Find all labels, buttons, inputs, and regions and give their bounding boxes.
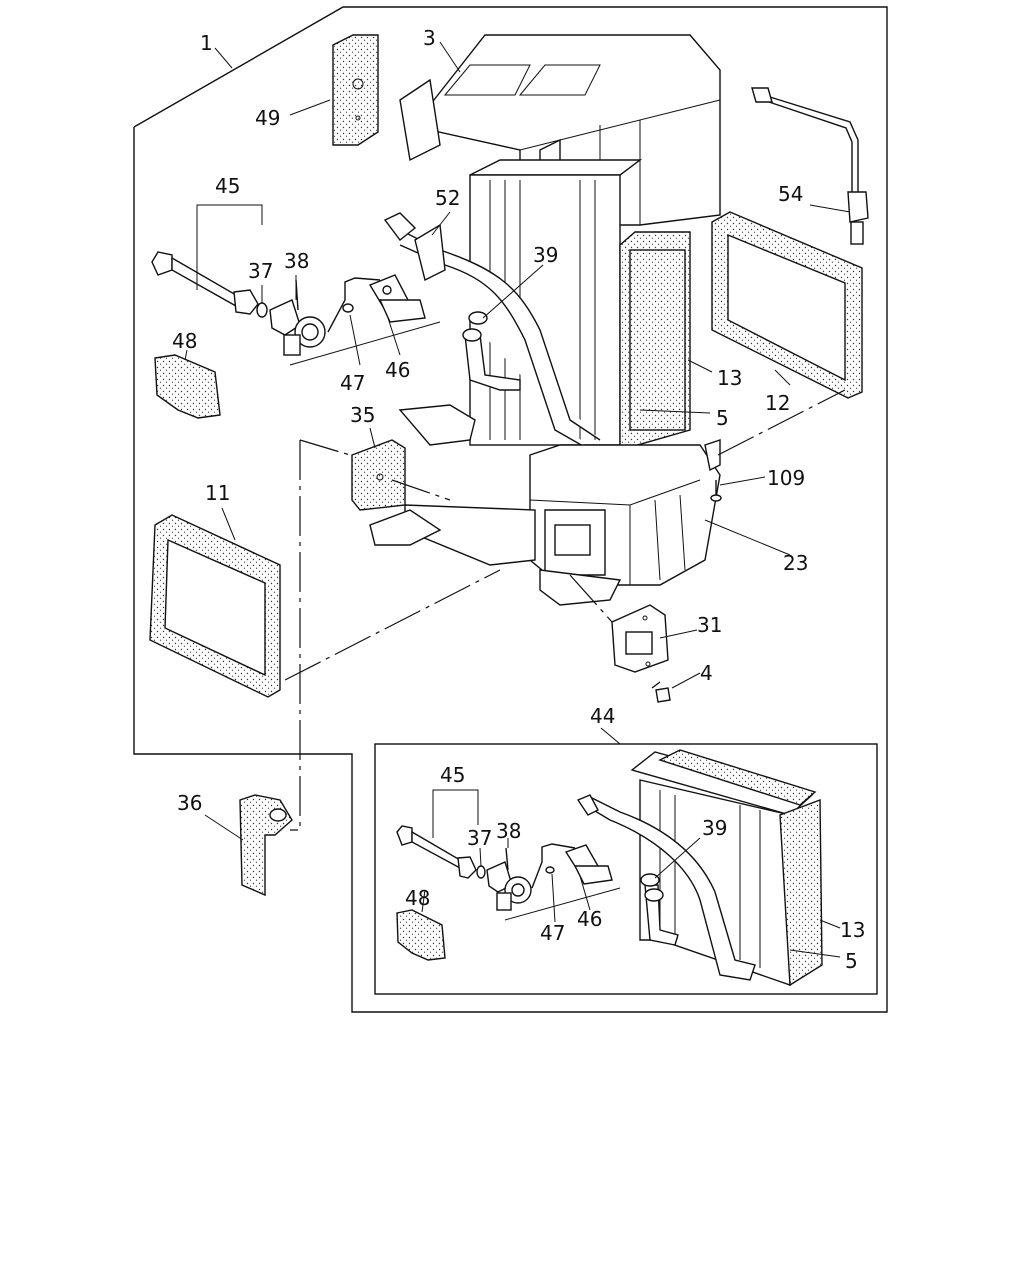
- callout-38: 38: [284, 249, 309, 273]
- callout-52: 52: [435, 186, 460, 210]
- pipe-45-upper: [151, 251, 259, 315]
- valve-bracket-46-upper: [327, 274, 426, 333]
- frame-seal-12: [711, 211, 863, 399]
- callout-45: 45: [215, 174, 240, 198]
- callout-12: 12: [765, 391, 790, 415]
- callout-37-sub: 37: [467, 826, 492, 850]
- callout-44: 44: [590, 704, 615, 728]
- callout-36: 36: [177, 791, 202, 815]
- subassembly-box: [374, 743, 878, 995]
- callout-109: 109: [767, 466, 805, 490]
- o-ring-37-sub: [476, 865, 486, 879]
- callout-1: 1: [200, 31, 213, 55]
- frame-seal-11: [149, 514, 281, 698]
- refrigerant-pipes: [383, 212, 601, 451]
- pipe-45-sub: [396, 825, 477, 879]
- expansion-valve-38-sub: [486, 847, 532, 911]
- screw-47-sub: [545, 866, 555, 874]
- evaporator-core-sub: [630, 749, 823, 987]
- screw-4: [651, 681, 671, 703]
- callout-46-sub: 46: [577, 907, 602, 931]
- resistor-31: [611, 604, 669, 673]
- callout-23: 23: [783, 551, 808, 575]
- lower-case-housing: [369, 404, 721, 606]
- o-ring-37-upper: [256, 302, 268, 318]
- callout-3: 3: [423, 26, 436, 50]
- callout-35: 35: [350, 403, 375, 427]
- callout-11: 11: [205, 481, 230, 505]
- callout-48-sub: 48: [405, 886, 430, 910]
- callout-5-sub: 5: [845, 949, 858, 973]
- bolt-109: [710, 480, 722, 502]
- callout-31: 31: [697, 613, 722, 637]
- screw-47-upper: [342, 303, 354, 313]
- callout-49: 49: [255, 106, 280, 130]
- leader-lines: [184, 41, 851, 958]
- insulator-48-sub: [396, 909, 446, 961]
- drain-hose-36: [239, 794, 293, 897]
- seal-49: [332, 34, 379, 146]
- assembly-outline: [133, 6, 888, 1013]
- callout-54: 54: [778, 182, 803, 206]
- callout-45-sub: 45: [440, 763, 465, 787]
- pipes-sub: [576, 794, 756, 981]
- valve-leader-sub: [504, 887, 621, 921]
- assembly-lines: [284, 389, 846, 831]
- callout-13-sub: 13: [840, 918, 865, 942]
- insulator-48-upper: [154, 354, 221, 419]
- callout-39-sub: 39: [702, 816, 727, 840]
- callout-4: 4: [700, 661, 713, 685]
- callout-labels: 1 3 49 45 52 39 37 38 54 48 47 46 13 12 …: [172, 26, 865, 973]
- callout-13: 13: [717, 366, 742, 390]
- valve-leader-upper: [289, 321, 441, 366]
- callout-37: 37: [248, 259, 273, 283]
- callout-47-sub: 47: [540, 921, 565, 945]
- thermo-sensor-54: [751, 87, 869, 245]
- callout-38-sub: 38: [496, 819, 521, 843]
- valve-bracket-46-sub: [531, 843, 613, 889]
- expansion-valve-38-upper: [269, 279, 326, 356]
- callout-48: 48: [172, 329, 197, 353]
- callout-5: 5: [716, 406, 729, 430]
- callout-39: 39: [533, 243, 558, 267]
- callout-47: 47: [340, 371, 365, 395]
- seal-35: [351, 439, 406, 511]
- callout-46: 46: [385, 358, 410, 382]
